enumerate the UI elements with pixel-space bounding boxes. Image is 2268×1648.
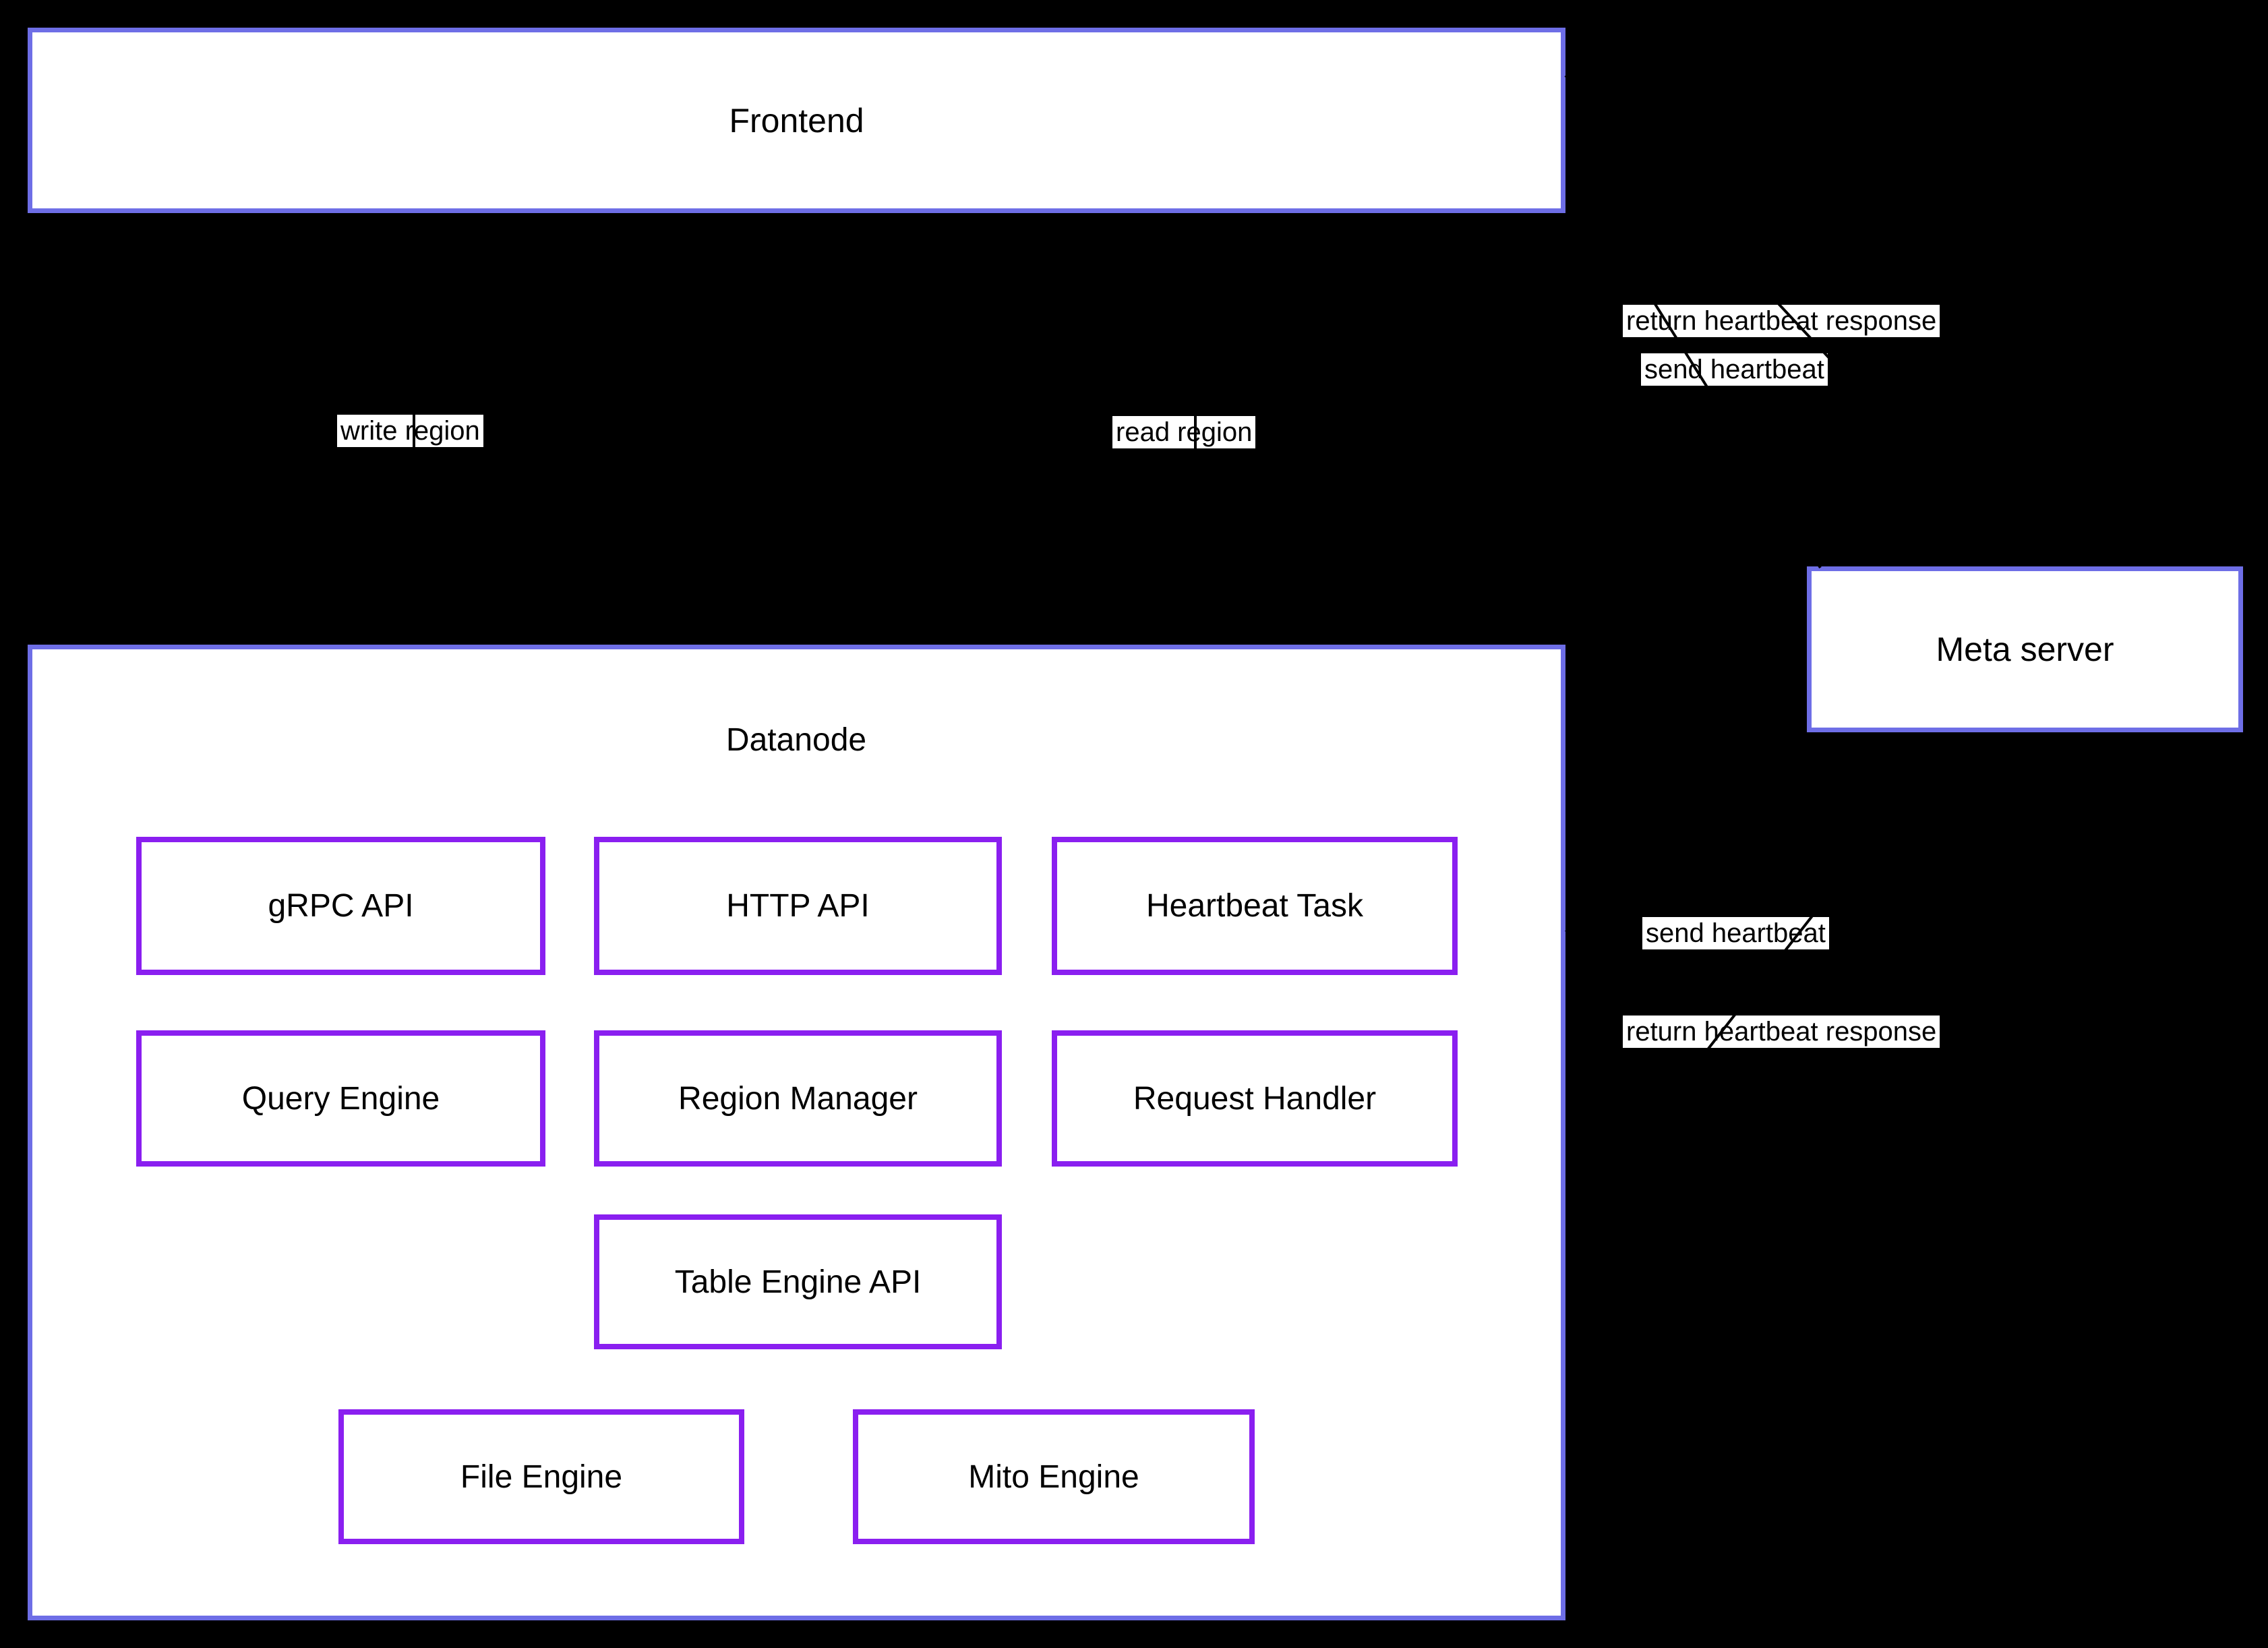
request-handler-label: Request Handler	[1133, 1080, 1377, 1117]
region-manager-node: Region Manager	[594, 1030, 1002, 1167]
table-engine-api-node: Table Engine API	[594, 1214, 1002, 1349]
file-engine-label: File Engine	[460, 1459, 623, 1495]
return-heartbeat-datanode-label: return heartbeat response	[1623, 1016, 1940, 1048]
grpc-api-label: gRPC API	[268, 888, 414, 924]
file-engine-node: File Engine	[338, 1409, 744, 1544]
return-heartbeat-frontend-label: return heartbeat response	[1623, 305, 1940, 337]
heartbeat-task-node: Heartbeat Task	[1052, 837, 1458, 975]
frontend-label: Frontend	[729, 101, 864, 140]
http-api-node: HTTP API	[594, 837, 1002, 975]
heartbeat-task-label: Heartbeat Task	[1146, 888, 1363, 924]
mito-engine-label: Mito Engine	[968, 1459, 1139, 1495]
send-heartbeat-frontend-label: send heartbeat	[1641, 353, 1828, 386]
return-heartbeat-datanode-arrow	[1572, 732, 1957, 1222]
write-region-label: write region	[337, 415, 483, 447]
meta-server-node: Meta server	[1807, 566, 2243, 732]
send-heartbeat-datanode-label: send heartbeat	[1642, 917, 1829, 949]
table-engine-api-label: Table Engine API	[674, 1264, 922, 1300]
meta-server-label: Meta server	[1936, 630, 2114, 668]
request-handler-node: Request Handler	[1052, 1030, 1458, 1167]
query-engine-label: Query Engine	[241, 1080, 440, 1117]
frontend-node: Frontend	[28, 28, 1565, 213]
grpc-api-node: gRPC API	[136, 837, 545, 975]
datanode-label: Datanode	[725, 722, 867, 758]
read-region-label: read region	[1112, 416, 1256, 448]
region-manager-label: Region Manager	[678, 1080, 918, 1117]
http-api-label: HTTP API	[726, 888, 870, 924]
send-heartbeat-datanode-arrow	[1565, 735, 2021, 933]
mito-engine-node: Mito Engine	[853, 1409, 1255, 1544]
query-engine-node: Query Engine	[136, 1030, 545, 1167]
